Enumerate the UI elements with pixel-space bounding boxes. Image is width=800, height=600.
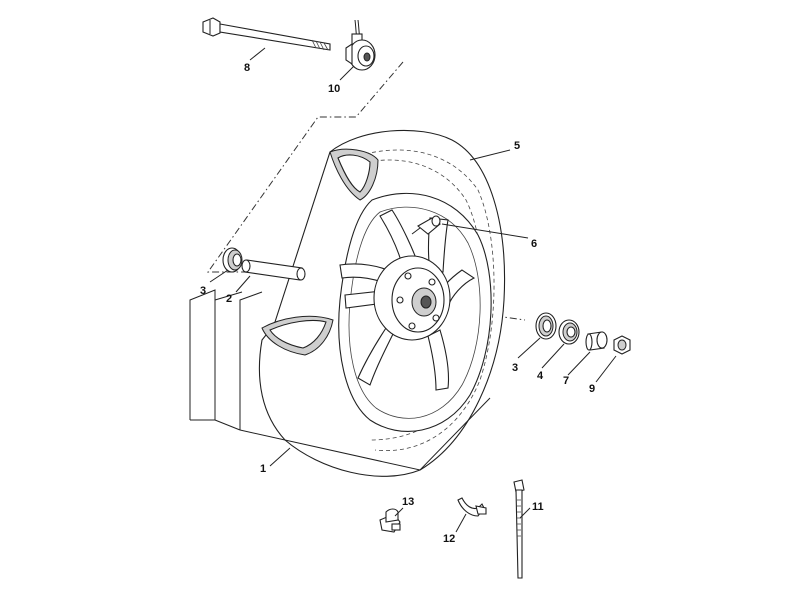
tyre-valve (411, 215, 441, 235)
label-part-4: 4 (537, 370, 544, 382)
spacer-tube (241, 259, 306, 281)
oil-seal (558, 319, 580, 345)
cable-tie (513, 479, 525, 579)
collar (585, 331, 608, 351)
label-part-2: 2 (226, 293, 232, 305)
clip (457, 497, 487, 517)
axle-nut (613, 335, 631, 355)
label-part-12: 12 (443, 533, 455, 545)
label-part-11: 11 (532, 501, 544, 513)
label-part-8: 8 (244, 62, 250, 74)
speedo-drive (345, 19, 376, 71)
leader-lines (209, 47, 617, 533)
label-part-3-right: 3 (512, 362, 518, 374)
label-part-9: 9 (589, 383, 595, 395)
bearing-left (222, 247, 243, 273)
label-part-7: 7 (563, 375, 569, 387)
label-part-5: 5 (514, 140, 520, 152)
label-part-10: 10 (328, 83, 340, 95)
label-part-1: 1 (260, 463, 266, 475)
bearing-right (535, 312, 557, 340)
wheel-rim (338, 192, 492, 432)
label-part-6: 6 (531, 238, 537, 250)
label-part-13: 13 (402, 496, 414, 508)
axle-bolt (202, 17, 331, 51)
label-part-3-left: 3 (200, 285, 206, 297)
clamp (379, 508, 401, 533)
part-labels: 8 10 5 6 3 2 3 4 7 9 1 13 11 12 (200, 62, 595, 545)
tyre-outline-box (189, 289, 491, 471)
